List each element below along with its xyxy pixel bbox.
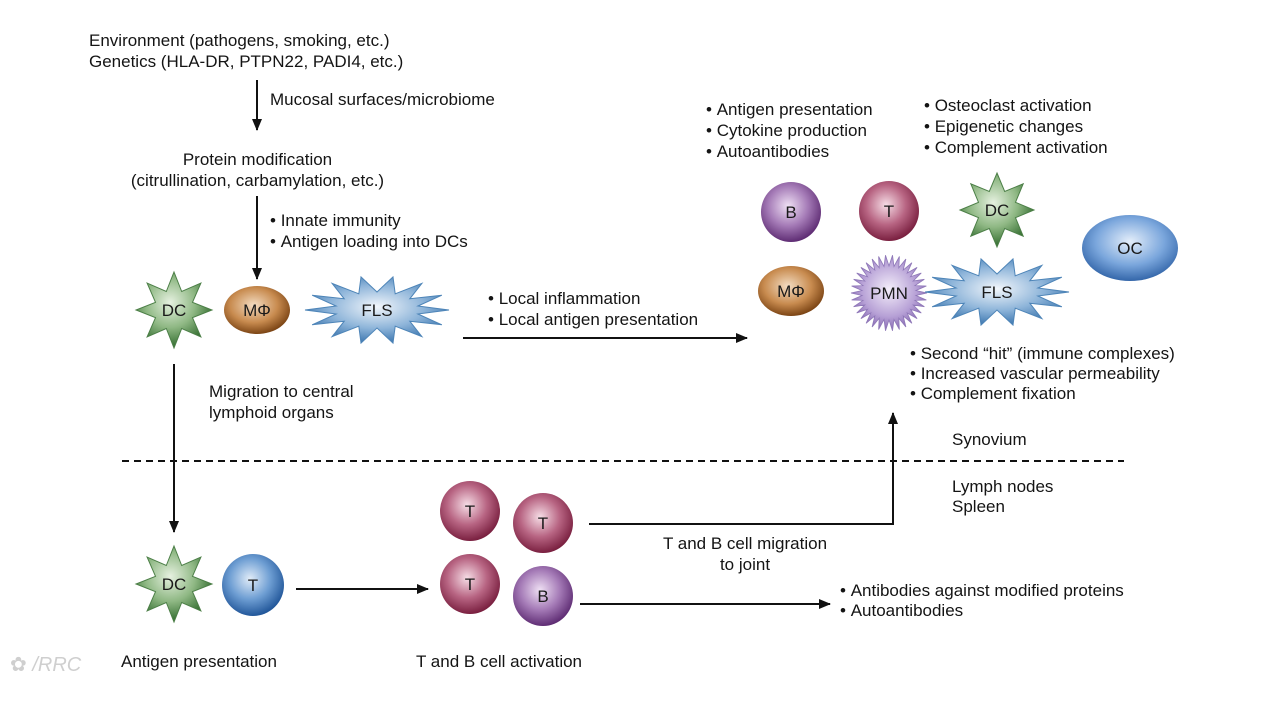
- protein-modification-examples: (citrullination, carbamylation, etc.): [130, 171, 385, 190]
- t-cell-synovium: T: [859, 181, 919, 241]
- macrophage-cell-upper: MΦ: [224, 286, 290, 334]
- migration-text-line1: Migration to central: [209, 382, 354, 401]
- macrophage-synovium-label: MΦ: [777, 282, 805, 301]
- dc-cell-synovium: DC: [958, 171, 1036, 249]
- fls-cell-synovium: FLS: [924, 257, 1070, 327]
- t-activated-1-label: T: [465, 502, 475, 521]
- antigen-presentation-caption: Antigen presentation: [121, 652, 277, 671]
- b-synovium-label: B: [785, 203, 796, 222]
- dc-synovium-label: DC: [985, 201, 1010, 220]
- macrophage-upper-label: MΦ: [243, 301, 271, 320]
- dc-lower-label: DC: [162, 575, 187, 594]
- local-inflammation-item: Local inflammation: [488, 289, 641, 309]
- tb-migration-line2: to joint: [719, 555, 771, 574]
- vascular-permeability-item: Increased vascular permeability: [910, 364, 1160, 384]
- innate-immunity-item: Innate immunity: [270, 211, 401, 231]
- oc-label: OC: [1117, 239, 1143, 258]
- tb-activation-caption: T and B cell activation: [416, 652, 582, 671]
- t-cell-activated-1: T: [440, 481, 500, 541]
- b-cell-synovium: B: [761, 182, 821, 242]
- spleen-label: Spleen: [952, 497, 1005, 516]
- oc-function-complement: Complement activation: [924, 138, 1108, 158]
- fls-upper-label: FLS: [361, 301, 392, 320]
- b-function-autoantibodies: Autoantibodies: [706, 142, 829, 162]
- t-cell-activated-3: T: [440, 554, 500, 614]
- oc-cell: OC: [1082, 215, 1178, 281]
- mucosal-text: Mucosal surfaces/microbiome: [270, 90, 495, 109]
- dc-cell-lower: DC: [134, 544, 214, 624]
- watermark-text: /RRC: [32, 654, 82, 676]
- b-cell-activated: B: [513, 566, 573, 626]
- second-hit-item: Second “hit” (immune complexes): [910, 344, 1175, 364]
- dc-upper-label: DC: [162, 301, 187, 320]
- watermark-flower-icon: ✿: [10, 654, 27, 676]
- tb-migration-line1: T and B cell migration: [662, 534, 828, 553]
- t-naive-label: T: [248, 576, 258, 595]
- migration-text-line2: lymphoid organs: [209, 403, 334, 422]
- protein-modification-title: Protein modification: [182, 150, 333, 169]
- antibodies-modified-item: Antibodies against modified proteins: [840, 581, 1124, 601]
- t-activated-3-label: T: [465, 575, 475, 594]
- fls-synovium-label: FLS: [981, 283, 1012, 302]
- t-synovium-label: T: [884, 202, 894, 221]
- b-activated-label: B: [537, 587, 548, 606]
- t-cell-activated-2: T: [513, 493, 573, 553]
- lymph-nodes-label: Lymph nodes: [952, 477, 1054, 496]
- t-activated-2-label: T: [538, 514, 548, 533]
- autoantibodies-item: Autoantibodies: [840, 601, 963, 621]
- synovium-label: Synovium: [952, 430, 1027, 449]
- antigen-loading-item: Antigen loading into DCs: [270, 232, 468, 252]
- complement-fixation-item: Complement fixation: [910, 384, 1076, 404]
- oc-function-osteoclast: Osteoclast activation: [924, 96, 1092, 116]
- environment-text: Environment (pathogens, smoking, etc.): [89, 31, 390, 50]
- t-cell-naive: T: [222, 554, 284, 616]
- fls-cell-upper: FLS: [304, 275, 450, 345]
- macrophage-cell-synovium: MΦ: [758, 266, 824, 316]
- b-function-antigen-presentation: Antigen presentation: [706, 100, 873, 120]
- oc-function-epigenetic: Epigenetic changes: [924, 117, 1083, 137]
- watermark-logo: ✿ /RRC: [10, 652, 81, 677]
- genetics-text: Genetics (HLA-DR, PTPN22, PADI4, etc.): [89, 52, 404, 71]
- dc-cell-upper: DC: [134, 270, 214, 350]
- pmn-cell: PMN: [850, 255, 928, 331]
- pmn-label: PMN: [870, 284, 908, 303]
- local-antigen-presentation-item: Local antigen presentation: [488, 310, 698, 330]
- arrow-tb-to-joint: [589, 412, 898, 525]
- b-function-cytokine-production: Cytokine production: [706, 121, 867, 141]
